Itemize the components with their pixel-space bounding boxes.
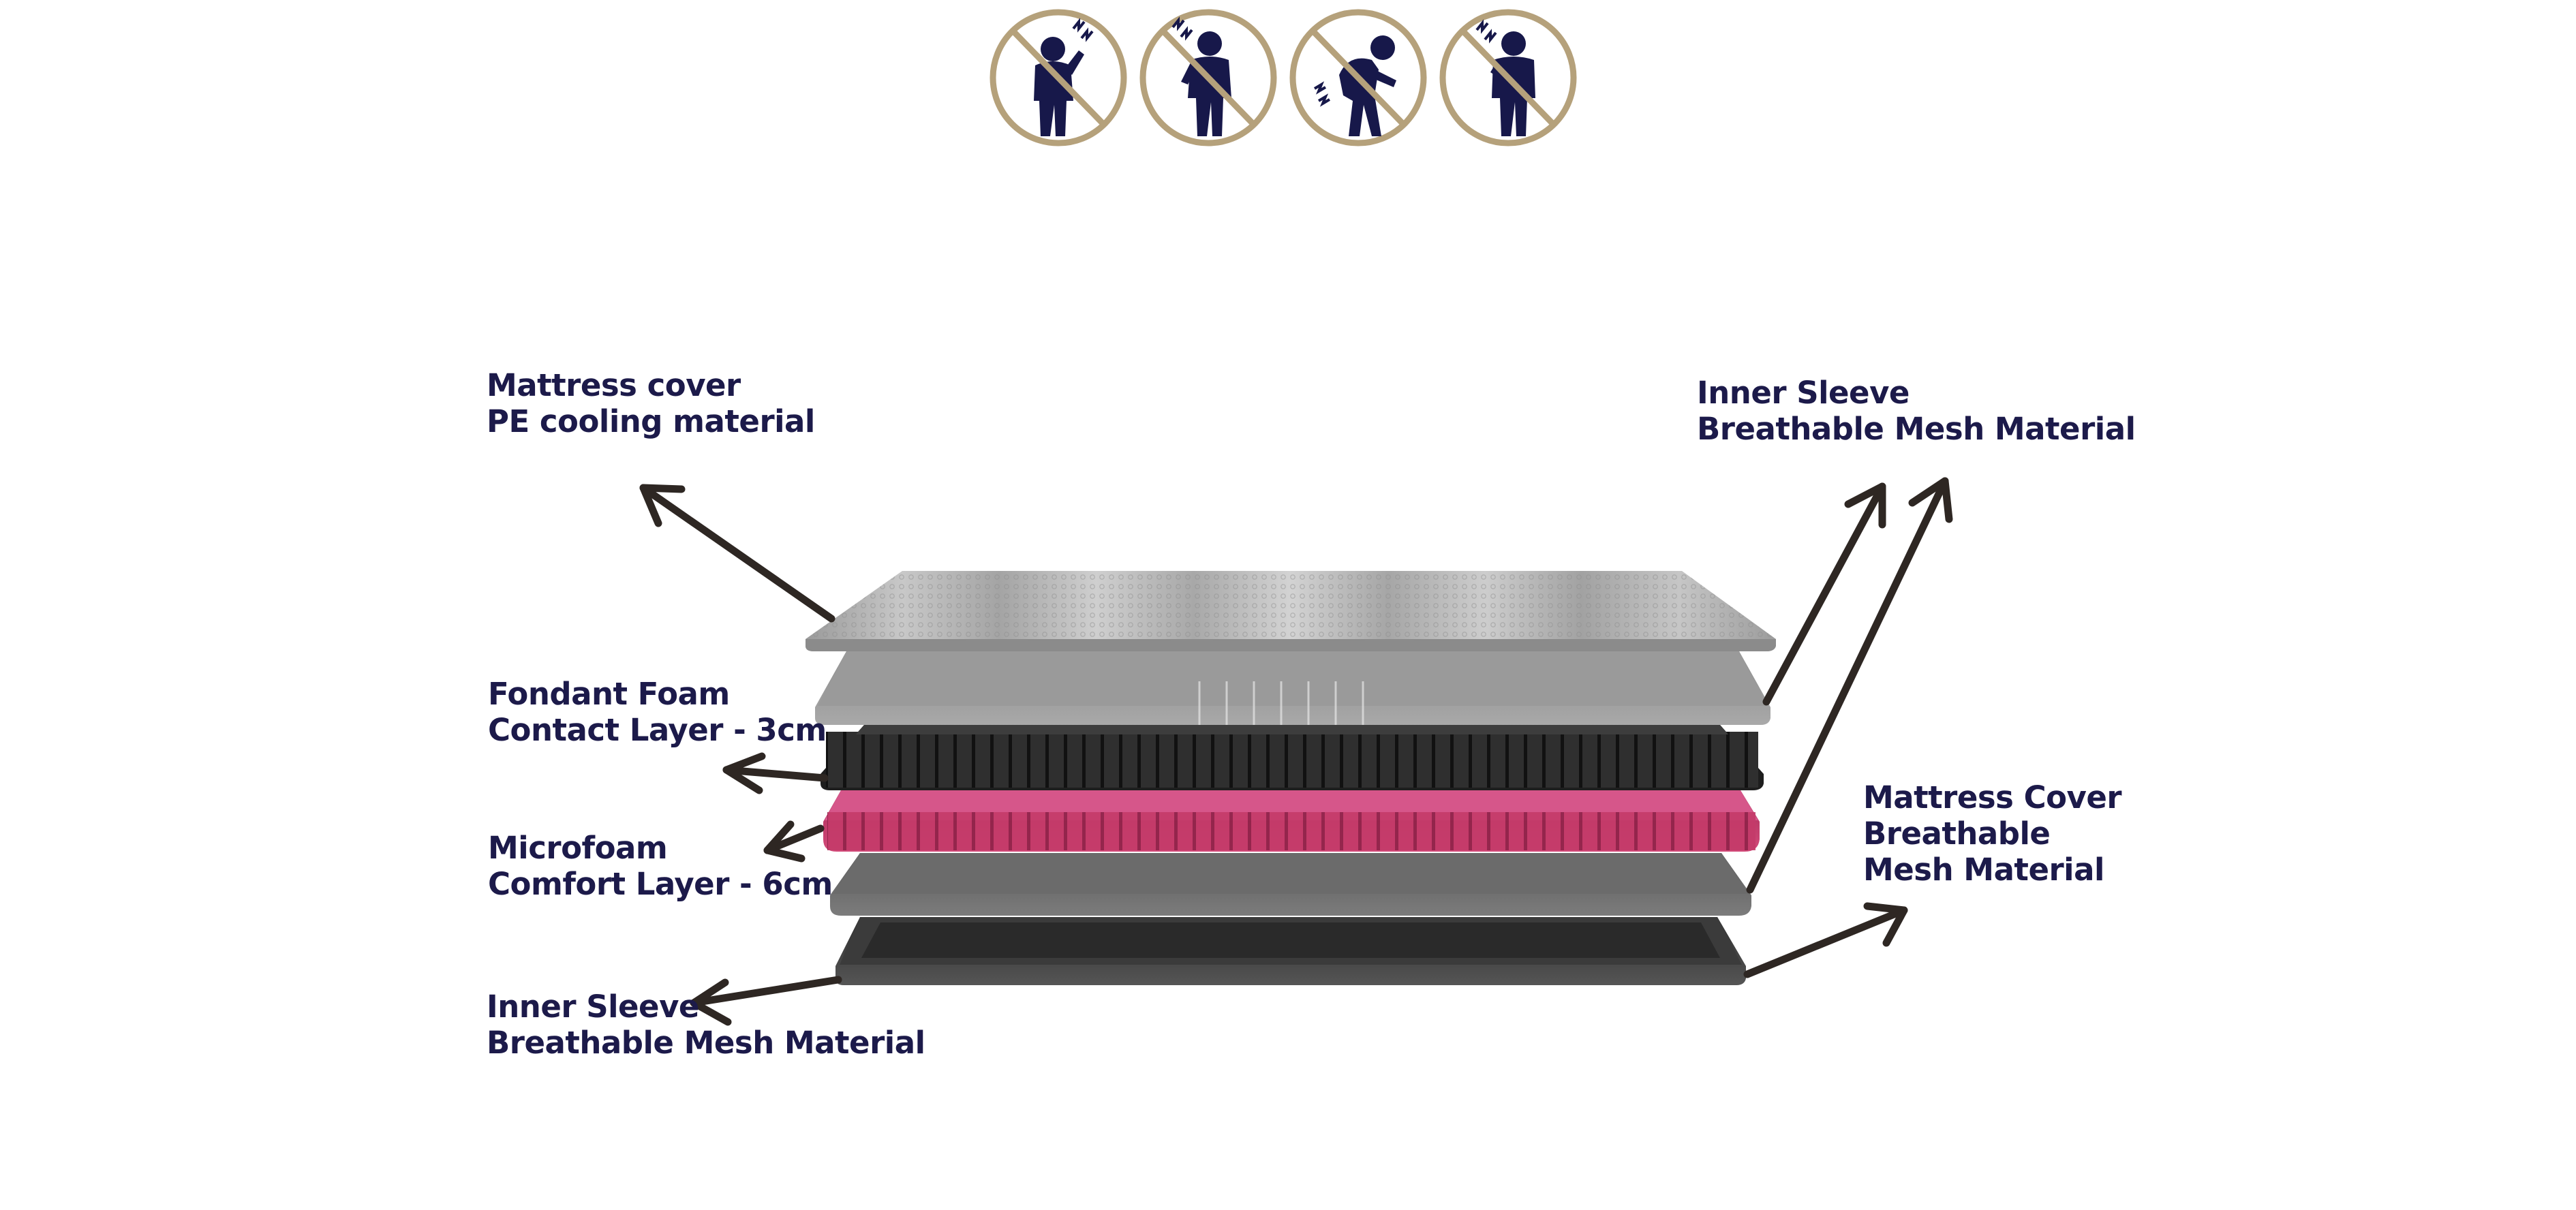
- fondant-foam-contact-layer: [821, 725, 1764, 790]
- label-mattress-cover-bottom-right-line1: Mattress Cover: [1863, 779, 2122, 816]
- arrow-inner-sleeve-bottom: [690, 976, 842, 1026]
- arrow-microfoam: [763, 820, 825, 863]
- pain-icons-row: [993, 12, 1574, 143]
- label-fondant-foam-line2: Contact Layer - 3cm: [488, 712, 827, 748]
- label-mattress-cover-bottom-right-line2: Breathable: [1863, 816, 2050, 852]
- mattress-layers: [806, 571, 1776, 985]
- no-shoulder-pain-icon: [1143, 12, 1274, 143]
- arrow-mattress-cover-top: [639, 484, 835, 623]
- label-microfoam-line2: Comfort Layer - 6cm: [488, 866, 833, 902]
- label-fondant-foam-line1: Fondant Foam: [488, 676, 730, 712]
- arrow-inner-sleeve-top-right-2: [1746, 477, 1953, 894]
- label-inner-sleeve-top-right-line1: Inner Sleeve: [1697, 375, 1910, 411]
- arrow-inner-sleeve-top-right-1: [1762, 482, 1886, 706]
- label-mattress-cover-top-line2: PE cooling material: [487, 403, 815, 439]
- label-microfoam-line1: Microfoam: [488, 830, 667, 866]
- no-chest-pain-icon: [1443, 12, 1574, 143]
- label-mattress-cover-bottom-right-line3: Mesh Material: [1863, 852, 2104, 888]
- inner-sleeve-layer: [830, 853, 1751, 916]
- label-inner-sleeve-bottom-left-line1: Inner Sleeve: [487, 989, 699, 1025]
- arrow-mattress-cover-bottom-right: [1743, 902, 1908, 978]
- label-inner-sleeve-top-right-line2: Breathable Mesh Material: [1697, 411, 2136, 447]
- inner-sleeve-top-layer: [815, 651, 1770, 725]
- callout-arrows: [639, 477, 1953, 1026]
- microfoam-comfort-layer: [823, 790, 1760, 852]
- arrow-fondant-foam: [722, 752, 829, 794]
- outer-cover-bottom-layer: [835, 917, 1746, 985]
- no-back-pain-icon: [1293, 12, 1424, 143]
- label-inner-sleeve-bottom-left-line2: Breathable Mesh Material: [487, 1025, 925, 1061]
- label-mattress-cover-top-line1: Mattress cover: [487, 367, 741, 403]
- no-neck-pain-icon: [993, 12, 1124, 143]
- mattress-cover-top-layer: [806, 571, 1776, 651]
- layer-labels: Mattress cover PE cooling material Inner…: [487, 367, 2136, 1061]
